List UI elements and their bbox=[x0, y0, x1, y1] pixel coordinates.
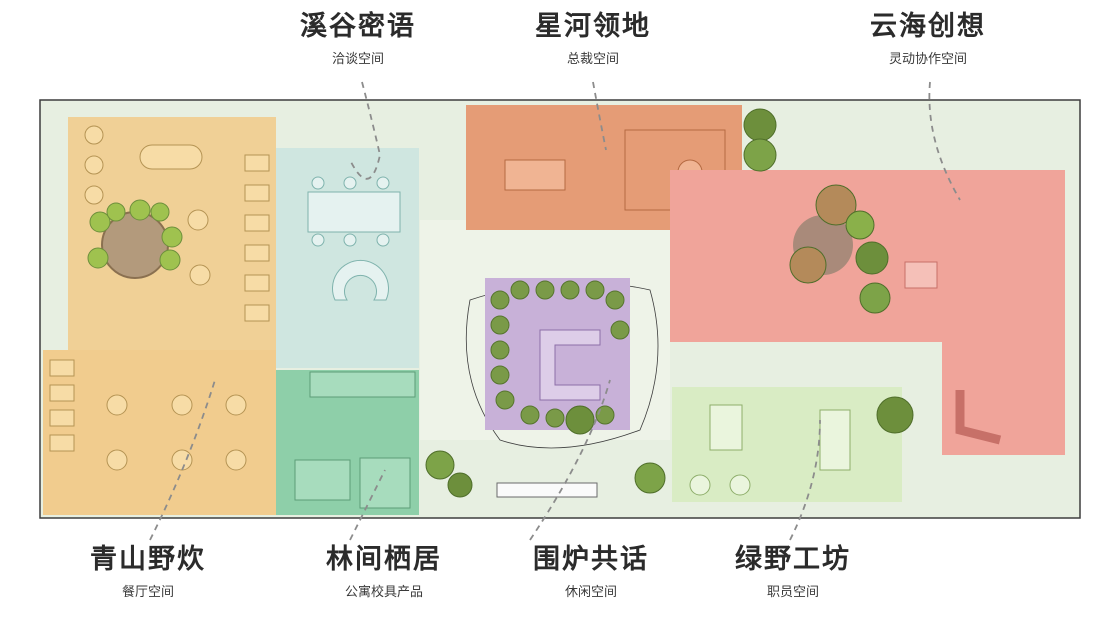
zone-lvye bbox=[672, 387, 902, 502]
zone-title: 林间栖居 bbox=[326, 544, 442, 575]
zone-subtitle: 总裁空间 bbox=[566, 51, 619, 67]
zone-label-linjian: 林间栖居 公寓校具产品 bbox=[284, 545, 484, 600]
zone-subtitle: 灵动协作空间 bbox=[888, 51, 967, 67]
zone-label-yunhai: 云海创想 灵动协作空间 bbox=[828, 12, 1028, 67]
zone-label-weilu: 围炉共话 休闲空间 bbox=[491, 545, 691, 600]
zone-subtitle: 休闲空间 bbox=[564, 584, 617, 600]
zone-title: 云海创想 bbox=[870, 11, 986, 42]
zone-subtitle: 公寓校具产品 bbox=[344, 584, 423, 600]
zone-title: 围炉共话 bbox=[533, 544, 649, 575]
zone-subtitle: 洽谈空间 bbox=[331, 51, 384, 67]
zone-label-lvye: 绿野工坊 职员空间 bbox=[693, 545, 893, 600]
zone-xinghe bbox=[466, 105, 742, 230]
zone-title: 绿野工坊 bbox=[735, 544, 851, 575]
zone-linjian bbox=[276, 370, 419, 515]
zone-xigu bbox=[276, 148, 419, 368]
zone-label-qingshan: 青山野炊 餐厅空间 bbox=[48, 545, 248, 600]
leader-lines bbox=[149, 81, 961, 541]
zone-label-xinghe: 星河领地 总裁空间 bbox=[493, 12, 693, 67]
zone-title: 星河领地 bbox=[535, 11, 651, 42]
zone-weilu bbox=[465, 278, 659, 449]
zone-subtitle: 餐厅空间 bbox=[121, 584, 174, 600]
trees bbox=[425, 108, 914, 498]
zone-subtitle: 职员空间 bbox=[766, 584, 819, 600]
zone-title: 溪谷密语 bbox=[300, 11, 416, 42]
bench bbox=[496, 482, 598, 498]
zone-title: 青山野炊 bbox=[90, 544, 206, 575]
zone-yunhai bbox=[670, 170, 1065, 455]
zone-label-xigu: 溪谷密语 洽谈空间 bbox=[258, 12, 458, 67]
zone-qingshan bbox=[43, 117, 276, 515]
